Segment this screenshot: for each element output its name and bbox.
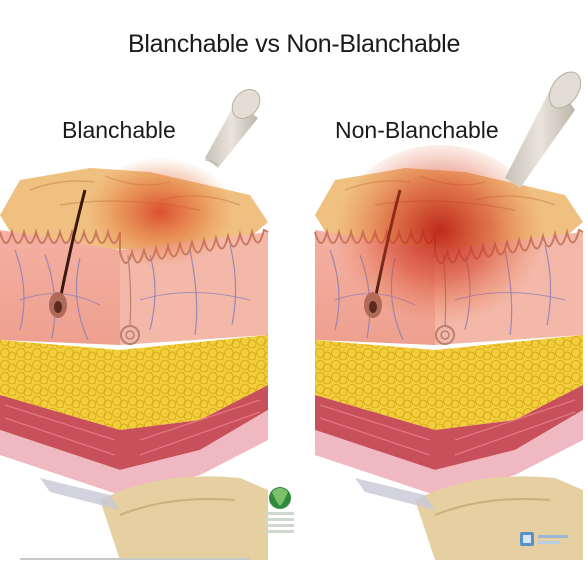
blanchable-skin-block xyxy=(0,157,268,560)
npiap-logo-icon xyxy=(266,487,294,533)
blanchable-redness xyxy=(85,157,235,267)
non-blanchable-skin-block xyxy=(315,145,583,560)
credit-line xyxy=(20,558,250,560)
finger-icon xyxy=(505,66,587,188)
finger-icon xyxy=(205,84,265,168)
